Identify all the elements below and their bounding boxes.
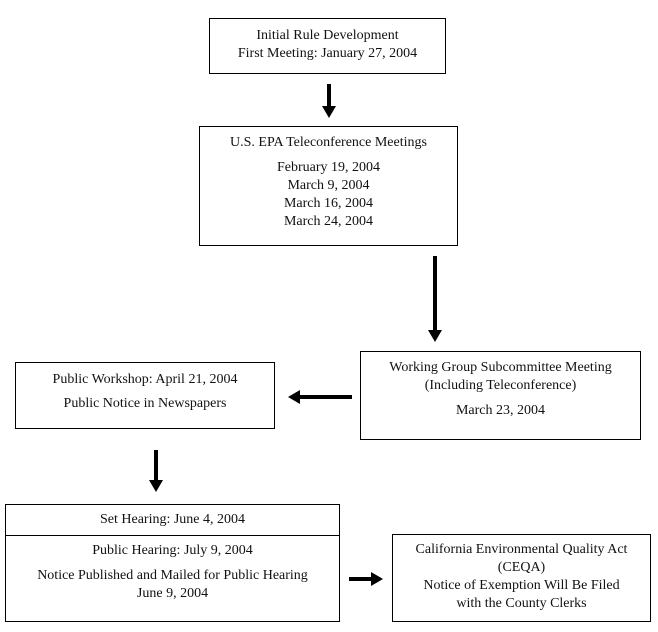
working-group-subtitle: (Including Teleconference) [424, 378, 577, 393]
epa-teleconference-title: U.S. EPA Teleconference Meetings [230, 135, 427, 150]
working-group-date: March 23, 2004 [455, 403, 546, 418]
epa-meeting-date-3: March 16, 2004 [283, 196, 374, 211]
epa-teleconference-box: U.S. EPA Teleconference Meetings Februar… [199, 126, 458, 246]
left-arrow [288, 390, 352, 404]
ceqa-box: California Environmental Quality Act (CE… [392, 534, 651, 622]
epa-meeting-date-2: March 9, 2004 [287, 178, 370, 193]
public-notice-newspapers: Public Notice in Newspapers [63, 396, 227, 411]
initial-rule-development-box: Initial Rule Development First Meeting: … [209, 18, 446, 74]
notice-published-date: June 9, 2004 [136, 586, 209, 601]
ceqa-acronym: (CEQA) [497, 560, 546, 575]
down-arrow-2 [428, 256, 442, 342]
hearing-box: Set Hearing: June 4, 2004 Public Hearing… [5, 504, 340, 622]
public-hearing-section: Public Hearing: July 9, 2004 Notice Publ… [6, 536, 339, 603]
public-workshop-box: Public Workshop: April 21, 2004 Public N… [15, 362, 275, 429]
epa-meeting-date-4: March 24, 2004 [283, 214, 374, 229]
working-group-subcommittee-box: Working Group Subcommittee Meeting (Incl… [360, 351, 641, 440]
first-meeting-date: First Meeting: January 27, 2004 [237, 46, 418, 61]
public-hearing-date: Public Hearing: July 9, 2004 [92, 543, 253, 558]
ceqa-notice-line: Notice of Exemption Will Be Filed [423, 578, 620, 593]
epa-meeting-date-1: February 19, 2004 [276, 160, 381, 175]
set-hearing-row: Set Hearing: June 4, 2004 [6, 505, 339, 536]
initial-rule-development-title: Initial Rule Development [256, 28, 399, 43]
notice-published-text: Notice Published and Mailed for Public H… [37, 568, 308, 583]
down-arrow-1 [322, 84, 336, 118]
ceqa-title: California Environmental Quality Act [415, 542, 628, 557]
working-group-title: Working Group Subcommittee Meeting [389, 360, 612, 375]
public-workshop-date: Public Workshop: April 21, 2004 [52, 372, 238, 387]
set-hearing-date: Set Hearing: June 4, 2004 [99, 512, 246, 527]
right-arrow [349, 572, 383, 586]
ceqa-county-clerks-line: with the County Clerks [456, 596, 587, 611]
down-arrow-3 [149, 450, 163, 492]
